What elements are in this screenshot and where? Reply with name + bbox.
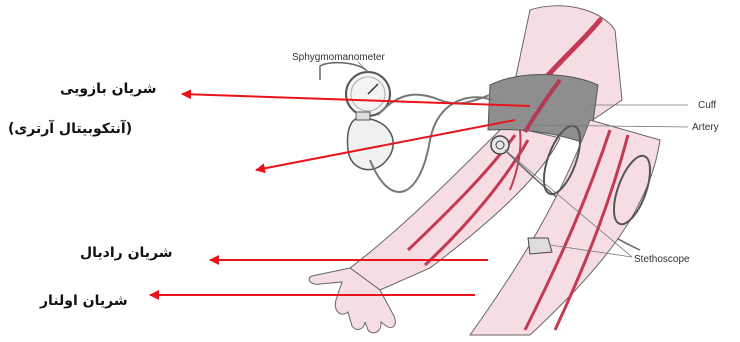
- label-antecubital-artery: (آنتکوبیتال آرتری): [8, 121, 132, 137]
- detail-stethoscope: [528, 238, 552, 254]
- label-cuff: Cuff: [698, 100, 716, 111]
- bulb-valve: [356, 112, 370, 120]
- label-sphygmomanometer: Sphygmomanometer: [292, 52, 385, 63]
- label-ulnar-artery: شریان اولنار: [40, 293, 128, 309]
- label-brachial-artery: شریان بازویی: [60, 81, 157, 97]
- label-stethoscope: Stethoscope: [634, 254, 690, 265]
- label-artery: Artery: [692, 122, 719, 133]
- label-radial-artery: شریان رادیال: [80, 245, 173, 261]
